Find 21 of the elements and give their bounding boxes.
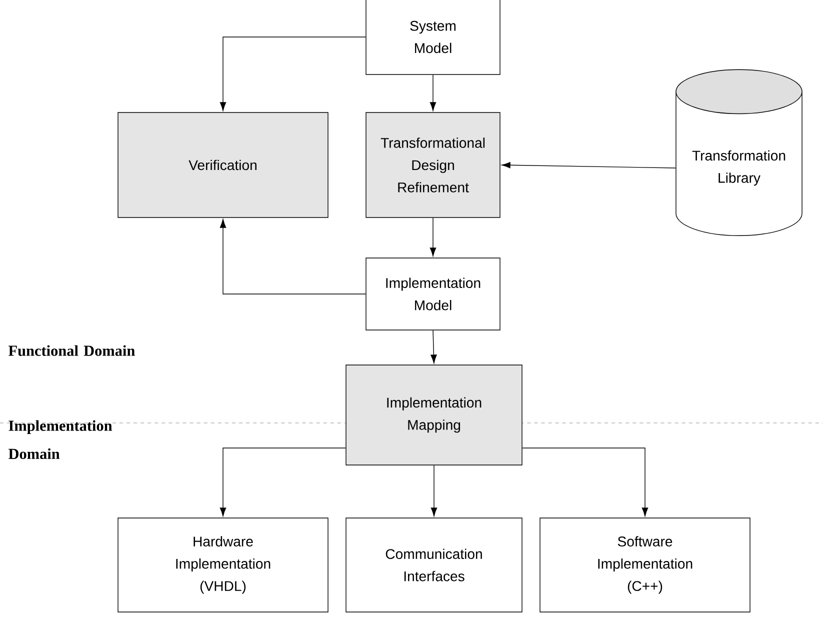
arrow <box>430 464 438 516</box>
domain-label: Implementation Domain <box>8 420 112 460</box>
process-box: Implementation Mapping <box>346 364 522 466</box>
arrow <box>220 448 346 516</box>
process-box: Verification <box>118 112 328 218</box>
arrow <box>430 74 436 111</box>
library-cylinder: Transformation Library <box>676 69 802 236</box>
process-box: Communication Interfaces <box>346 518 522 612</box>
node-label: Transformation Library <box>692 150 786 186</box>
arrow <box>220 36 366 111</box>
process-box: Transformational Design Refinement <box>366 112 500 218</box>
arrow <box>522 448 648 516</box>
process-box: Implementation Model <box>366 258 500 330</box>
domain-label: Functional Domain <box>8 345 135 356</box>
arrow <box>430 330 437 364</box>
process-box: Software Implementation (C++) <box>540 518 750 612</box>
arrow <box>220 219 366 294</box>
arrow <box>502 162 676 168</box>
process-box: Hardware Implementation (VHDL) <box>118 518 328 612</box>
process-box: System Model <box>366 0 500 75</box>
arrow <box>430 217 436 256</box>
